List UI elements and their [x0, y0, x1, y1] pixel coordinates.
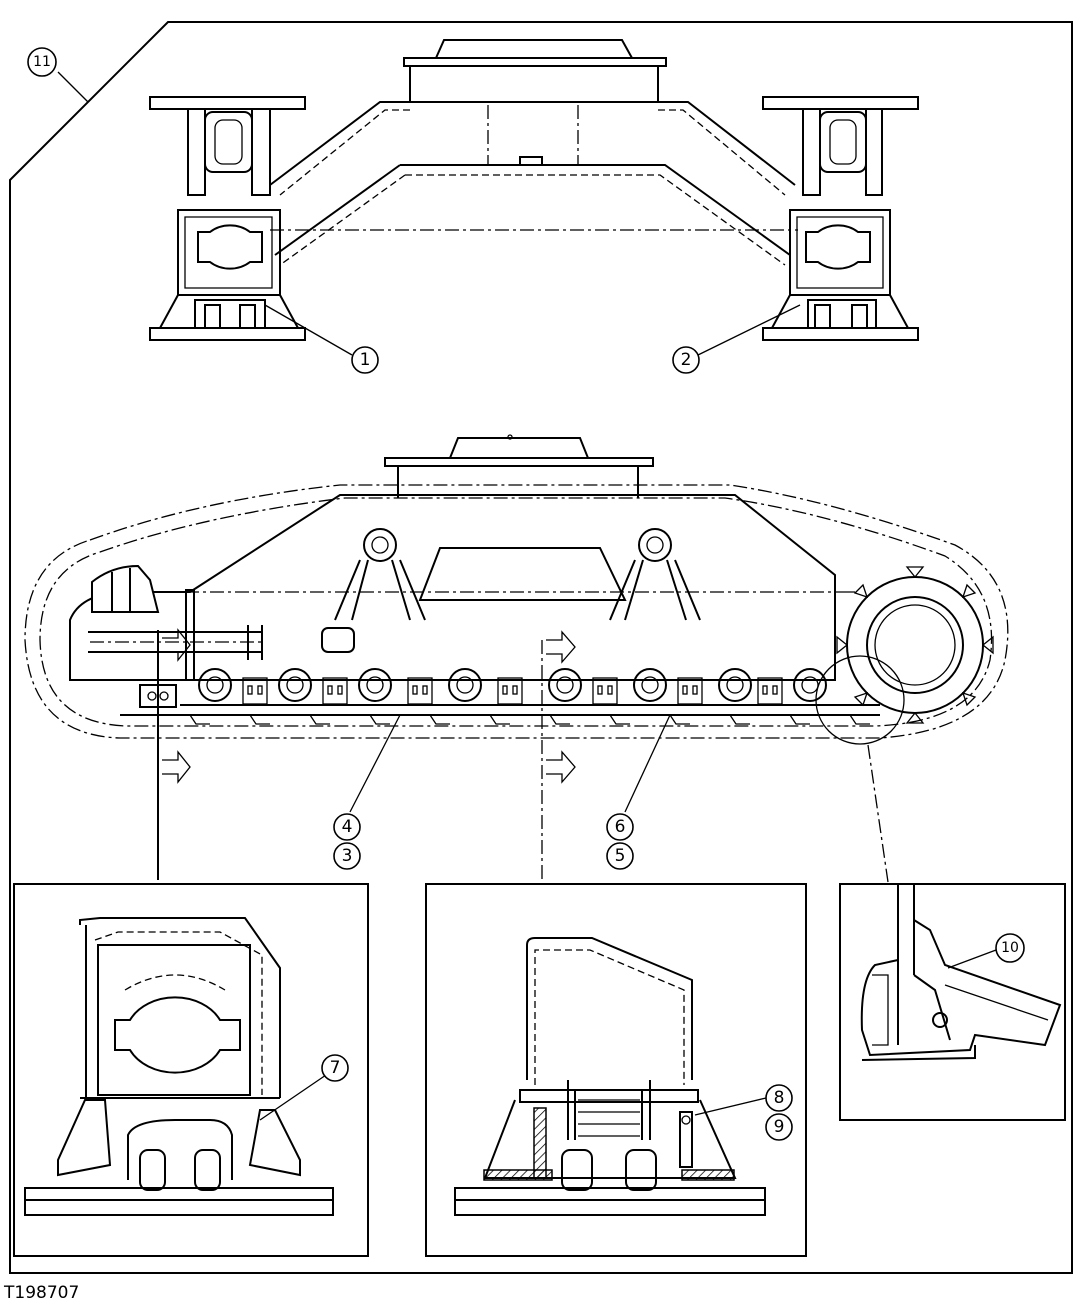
- roller-bracket: [322, 677, 348, 705]
- track-roller-hub: [726, 676, 744, 694]
- svg-text:9: 9: [774, 1117, 785, 1137]
- track-shoe-lug: [609, 714, 630, 725]
- bracket-bolt: [772, 685, 778, 695]
- track-roller: [358, 668, 392, 702]
- section-markers: [157, 628, 905, 883]
- track-roller: [448, 668, 482, 702]
- bracket-bolt: [607, 685, 613, 695]
- track-shoe-lug: [849, 714, 870, 725]
- roller-bracket: [497, 677, 523, 705]
- front-view: [149, 39, 919, 356]
- track-roller: [198, 668, 232, 702]
- callout-1: 1: [351, 346, 379, 374]
- track-roller-hub: [641, 676, 659, 694]
- svg-text:10: 10: [1001, 940, 1019, 956]
- bracket-bolt: [682, 685, 688, 695]
- track-shoe-lug: [789, 714, 810, 725]
- track-rollers: [189, 668, 870, 725]
- detail-center: [425, 883, 807, 1257]
- callout-10: 10: [995, 933, 1025, 963]
- track-shoe-lug: [429, 714, 450, 725]
- callout-11: 11: [27, 47, 57, 77]
- bracket-bolt: [422, 685, 428, 695]
- callout-8: 8: [765, 1084, 793, 1112]
- bracket-bolt: [692, 685, 698, 695]
- svg-text:2: 2: [681, 350, 692, 370]
- figure-id: T198707: [4, 1283, 80, 1303]
- callout-7: 7: [321, 1054, 349, 1082]
- bracket-bolt: [762, 685, 768, 695]
- track-roller: [633, 668, 667, 702]
- roller-bracket: [407, 677, 433, 705]
- track-roller-hub: [366, 676, 384, 694]
- side-view: [24, 434, 1009, 739]
- svg-text:1: 1: [360, 350, 371, 370]
- svg-text:5: 5: [615, 846, 626, 866]
- track-shoe-lug: [489, 714, 510, 725]
- track-roller: [278, 668, 312, 702]
- svg-text:8: 8: [774, 1088, 785, 1108]
- detail-right: [839, 883, 1066, 1121]
- callout-5: 5: [606, 842, 634, 870]
- bracket-bolt: [327, 685, 333, 695]
- track-roller-hub: [556, 676, 574, 694]
- bracket-bolt: [597, 685, 603, 695]
- svg-text:4: 4: [342, 817, 353, 837]
- roller-bracket: [242, 677, 268, 705]
- track-shoe-lug: [369, 714, 390, 725]
- svg-text:6: 6: [615, 817, 626, 837]
- svg-text:7: 7: [330, 1058, 341, 1078]
- callout-9: 9: [765, 1113, 793, 1141]
- track-roller: [793, 668, 827, 702]
- bracket-bolt: [512, 685, 518, 695]
- roller-bracket: [677, 677, 703, 705]
- bracket-bolt: [247, 685, 253, 695]
- track-shoe-lug: [729, 714, 750, 725]
- track-shoe-lug: [549, 714, 570, 725]
- callout-2: 2: [672, 346, 700, 374]
- bracket-bolt: [502, 685, 508, 695]
- track-shoe-lug: [249, 714, 270, 725]
- callout-6: 6: [606, 813, 634, 841]
- track-shoe-lug: [669, 714, 690, 725]
- track-roller: [718, 668, 752, 702]
- callout-3: 3: [333, 842, 361, 870]
- svg-text:3: 3: [342, 846, 353, 866]
- track-roller-hub: [286, 676, 304, 694]
- track-shoe-lug: [309, 714, 330, 725]
- track-roller: [548, 668, 582, 702]
- bracket-bolt: [257, 685, 263, 695]
- callout-4: 4: [333, 813, 361, 841]
- svg-text:11: 11: [33, 54, 51, 70]
- track-roller-hub: [206, 676, 224, 694]
- outer-frame: [9, 21, 1073, 1274]
- track-shoe-lug: [189, 714, 210, 725]
- bracket-bolt: [412, 685, 418, 695]
- track-roller-hub: [456, 676, 474, 694]
- bracket-bolt: [337, 685, 343, 695]
- roller-bracket: [757, 677, 783, 705]
- detail-left: [13, 883, 369, 1257]
- roller-bracket: [592, 677, 618, 705]
